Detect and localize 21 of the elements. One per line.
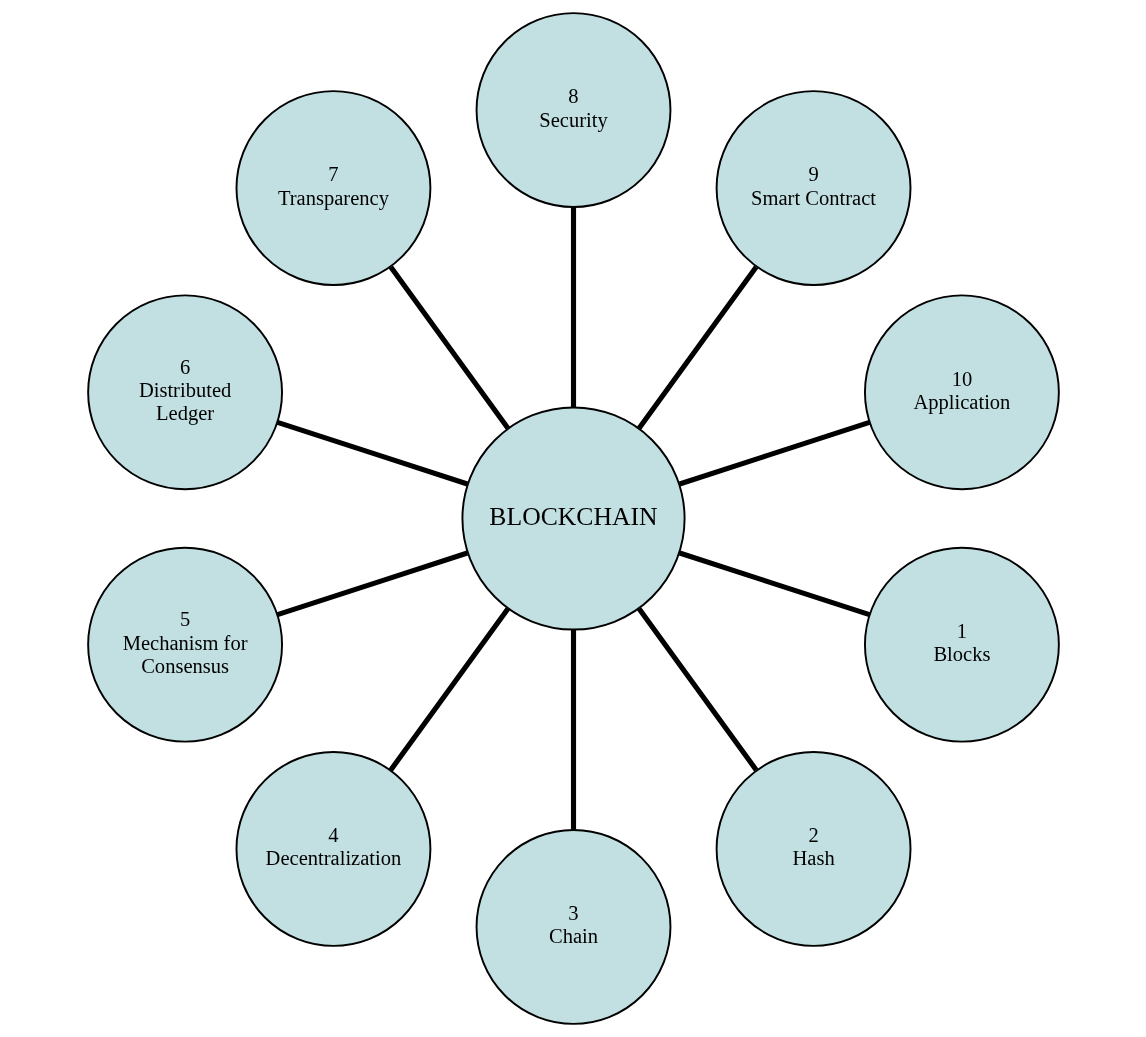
node-circle: BLOCKCHAIN: [460, 406, 686, 631]
connector: [636, 265, 758, 430]
connector: [388, 265, 510, 430]
connector: [636, 607, 758, 772]
node-circle: 2 Hash: [715, 751, 911, 947]
connector: [678, 550, 870, 618]
connector: [570, 207, 576, 407]
node-circle: 6 Distributed Ledger: [86, 294, 283, 491]
connector: [570, 630, 576, 830]
node-circle: 7 Transparency: [235, 90, 431, 286]
connector: [276, 550, 468, 618]
node-circle: 9 Smart Contract: [715, 90, 911, 286]
node-circle: 1 Blocks: [863, 546, 1060, 743]
connector: [276, 419, 468, 487]
connector: [388, 607, 510, 772]
node-circle: 8 Security: [475, 12, 671, 209]
node-circle: 4 Decentralization: [235, 751, 431, 947]
node-circle: 3 Chain: [475, 828, 671, 1025]
node-circle: 5 Mechanism for Consensus: [86, 546, 283, 743]
node-circle: 10 Application: [863, 294, 1060, 491]
connector: [678, 419, 870, 487]
